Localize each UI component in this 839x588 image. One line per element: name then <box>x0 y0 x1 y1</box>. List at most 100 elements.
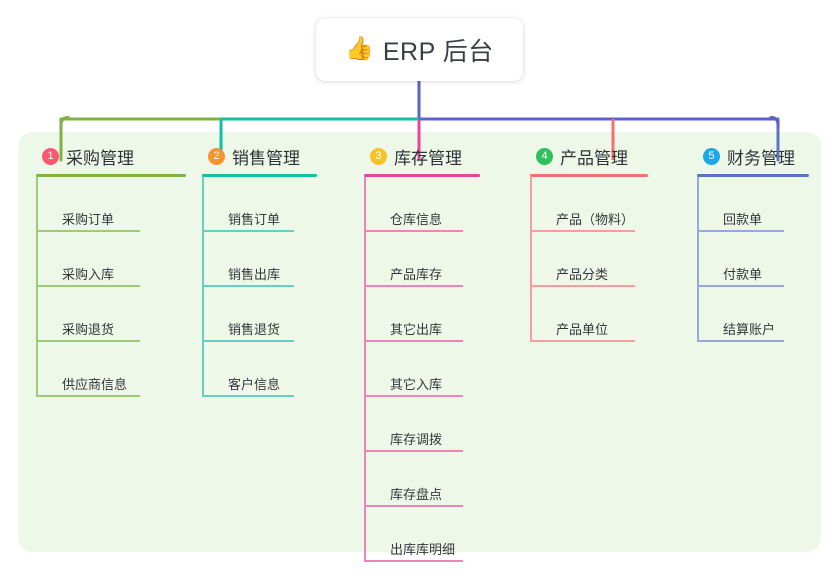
leaf-node[interactable]: 结算账户 <box>697 287 809 342</box>
leaf-label: 采购订单 <box>62 212 115 227</box>
branch-column-3: 3 库存管理仓库信息产品库存其它出库其它入库库存调拨库存盘点出库库明细 <box>364 143 480 562</box>
leaf-label: 采购退货 <box>62 322 115 337</box>
leaf-node[interactable]: 付款单 <box>697 232 809 287</box>
thumbs-up-icon: 👍 <box>345 36 374 62</box>
leaf-node[interactable]: 产品分类 <box>530 232 648 287</box>
branch-title: 采购管理 <box>66 148 134 168</box>
leaf-underline <box>202 340 294 342</box>
leaf-underline <box>697 340 784 342</box>
branch-underline <box>364 174 480 177</box>
leaf-node[interactable]: 仓库信息 <box>364 177 480 232</box>
diagram-board <box>18 132 821 552</box>
branch-title: 产品管理 <box>560 148 628 168</box>
leaf-underline <box>202 395 294 397</box>
leaf-underline <box>364 395 463 397</box>
leaf-node[interactable]: 库存调拨 <box>364 397 480 452</box>
leaf-underline <box>36 230 140 232</box>
leaf-underline <box>202 285 294 287</box>
leaf-label: 其它入库 <box>390 377 443 392</box>
branch-underline <box>36 174 186 177</box>
leaf-label: 结算账户 <box>723 322 776 337</box>
leaf-node[interactable]: 客户信息 <box>202 342 317 397</box>
branch-number-badge: 3 <box>370 147 387 165</box>
branch-title: 销售管理 <box>232 148 300 168</box>
branch-number-badge: 2 <box>208 147 225 165</box>
leaf-underline <box>364 230 463 232</box>
leaf-label: 产品库存 <box>390 267 443 282</box>
branch-number-badge: 4 <box>536 147 553 165</box>
leaf-label: 产品单位 <box>556 322 609 337</box>
leaf-underline <box>364 285 463 287</box>
leaf-node[interactable]: 供应商信息 <box>36 342 186 397</box>
branch-leaf-list: 采购订单采购入库采购退货供应商信息 <box>36 177 186 397</box>
leaf-label: 出库库明细 <box>390 542 456 557</box>
branch-header-4[interactable]: 4 产品管理 <box>530 143 648 169</box>
branch-number-badge: 1 <box>42 147 59 165</box>
leaf-node[interactable]: 采购订单 <box>36 177 186 232</box>
leaf-node[interactable]: 采购入库 <box>36 232 186 287</box>
leaf-label: 库存调拨 <box>390 432 443 447</box>
leaf-node[interactable]: 产品库存 <box>364 232 480 287</box>
branch-column-5: 5 财务管理回款单付款单结算账户 <box>697 143 809 342</box>
leaf-node[interactable]: 其它入库 <box>364 342 480 397</box>
leaf-underline <box>530 285 635 287</box>
branch-number-badge: 5 <box>703 147 720 165</box>
leaf-label: 仓库信息 <box>390 212 443 227</box>
leaf-underline <box>364 450 463 452</box>
leaf-label: 其它出库 <box>390 322 443 337</box>
leaf-underline <box>36 340 140 342</box>
leaf-node[interactable]: 库存盘点 <box>364 452 480 507</box>
leaf-node[interactable]: 销售订单 <box>202 177 317 232</box>
leaf-underline <box>36 285 140 287</box>
leaf-label: 采购入库 <box>62 267 115 282</box>
leaf-node[interactable]: 采购退货 <box>36 287 186 342</box>
leaf-label: 销售订单 <box>228 212 281 227</box>
leaf-label: 产品分类 <box>556 267 609 282</box>
leaf-underline <box>697 285 784 287</box>
branch-header-5[interactable]: 5 财务管理 <box>697 143 809 169</box>
branch-spine <box>697 177 699 342</box>
leaf-label: 客户信息 <box>228 377 281 392</box>
branch-leaf-list: 销售订单销售出库销售退货客户信息 <box>202 177 317 397</box>
branch-spine <box>364 177 366 562</box>
branch-header-1[interactable]: 1 采购管理 <box>36 143 186 169</box>
branch-column-4: 4 产品管理产品（物料） 产品分类产品单位 <box>530 143 648 342</box>
branch-leaf-list: 回款单付款单结算账户 <box>697 177 809 342</box>
branch-underline <box>530 174 648 177</box>
branch-spine <box>530 177 532 342</box>
leaf-label: 回款单 <box>723 212 763 227</box>
leaf-underline <box>364 560 463 562</box>
leaf-node[interactable]: 回款单 <box>697 177 809 232</box>
leaf-label: 产品（物料） <box>556 212 635 227</box>
leaf-underline <box>530 230 635 232</box>
leaf-underline <box>530 340 635 342</box>
leaf-underline <box>36 395 140 397</box>
leaf-label: 付款单 <box>723 267 763 282</box>
root-title: ERP 后台 <box>382 37 494 66</box>
leaf-node[interactable]: 产品单位 <box>530 287 648 342</box>
leaf-node[interactable]: 其它出库 <box>364 287 480 342</box>
leaf-node[interactable]: 产品（物料） <box>530 177 648 232</box>
branch-leaf-list: 仓库信息产品库存其它出库其它入库库存调拨库存盘点出库库明细 <box>364 177 480 562</box>
leaf-underline <box>697 230 784 232</box>
root-node[interactable]: 👍 ERP 后台 <box>316 18 523 81</box>
leaf-label: 库存盘点 <box>390 487 443 502</box>
leaf-node[interactable]: 出库库明细 <box>364 507 480 562</box>
leaf-node[interactable]: 销售退货 <box>202 287 317 342</box>
leaf-underline <box>364 505 463 507</box>
leaf-node[interactable]: 销售出库 <box>202 232 317 287</box>
branch-column-2: 2 销售管理销售订单销售出库销售退货客户信息 <box>202 143 317 397</box>
branch-column-1: 1 采购管理采购订单采购入库采购退货供应商信息 <box>36 143 186 397</box>
leaf-underline <box>202 230 294 232</box>
branch-title: 库存管理 <box>394 148 462 168</box>
leaf-label: 销售退货 <box>228 322 281 337</box>
branch-header-3[interactable]: 3 库存管理 <box>364 143 480 169</box>
branch-leaf-list: 产品（物料） 产品分类产品单位 <box>530 177 648 342</box>
leaf-label: 销售出库 <box>228 267 281 282</box>
leaf-underline <box>364 340 463 342</box>
branch-title: 财务管理 <box>727 148 795 168</box>
branch-underline <box>202 174 317 177</box>
branch-header-2[interactable]: 2 销售管理 <box>202 143 317 169</box>
